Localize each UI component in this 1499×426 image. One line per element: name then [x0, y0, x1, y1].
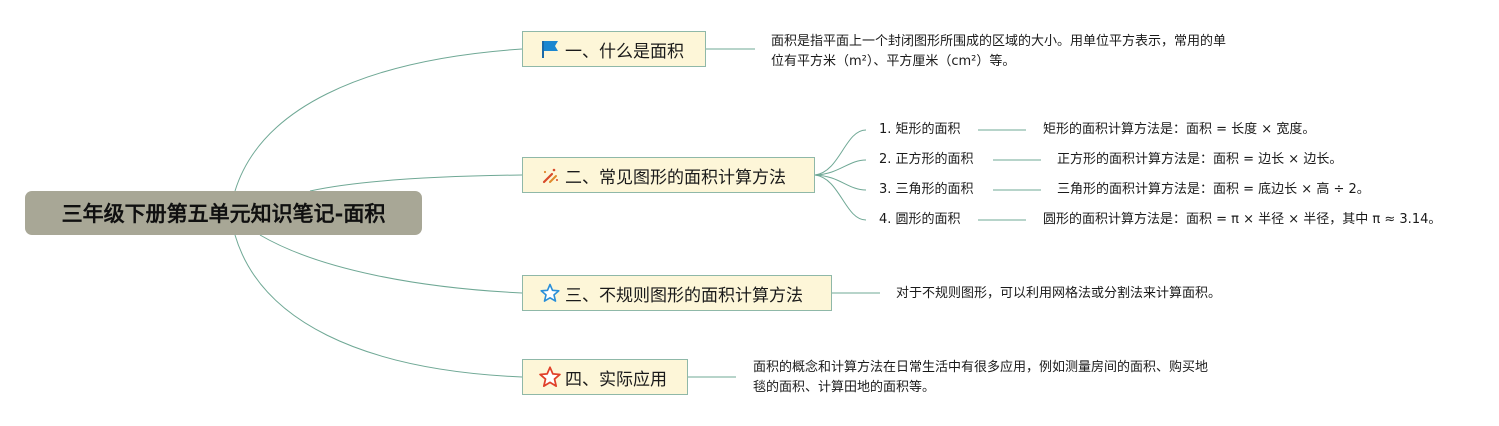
note-line: 面积是指平面上一个封闭图形所围成的区域的大小。用单位平方表示，常用的单: [771, 34, 1227, 49]
subtopic-triangle-note: 三角形的面积计算方法是：面积 = 底边长 × 高 ÷ 2。: [1057, 180, 1370, 200]
connector-root-branch-1: [234, 48, 523, 192]
branch-applications[interactable]: 四、实际应用: [522, 359, 688, 395]
connector-branch-2-child-3: [814, 174, 867, 191]
branch-common-shapes[interactable]: 二、常见图形的面积计算方法: [522, 157, 815, 193]
connector-root-branch-3: [259, 234, 523, 294]
branch-what-is-area[interactable]: 一、什么是面积: [522, 31, 706, 67]
subtopic-circle-note: 圆形的面积计算方法是：面积 = π × 半径 × 半径，其中 π ≈ 3.14。: [1043, 210, 1441, 230]
subtopic-circle[interactable]: 4. 圆形的面积: [879, 210, 961, 230]
connector-branch-2-child-2: [814, 159, 867, 176]
subtopic-label: 2. 正方形的面积: [879, 152, 974, 167]
subtopic-rectangle[interactable]: 1. 矩形的面积: [879, 120, 961, 140]
note-line: 面积的概念和计算方法在日常生活中有很多应用，例如测量房间的面积、购买地: [753, 360, 1209, 375]
star-outline-red-icon: [539, 366, 561, 388]
branch-irregular-shapes[interactable]: 三、不规则图形的面积计算方法: [522, 275, 832, 311]
branch-label: 一、什么是面积: [565, 41, 684, 62]
subtopic-note: 矩形的面积计算方法是：面积 = 长度 × 宽度。: [1043, 122, 1316, 137]
branch-1-note: 面积是指平面上一个封闭图形所围成的区域的大小。用单位平方表示，常用的单 位有平方…: [771, 32, 1226, 72]
subtopic-triangle[interactable]: 3. 三角形的面积: [879, 180, 974, 200]
connector-root-branch-4: [234, 234, 523, 378]
branch-4-note: 面积的概念和计算方法在日常生活中有很多应用，例如测量房间的面积、购买地 毯的面积…: [753, 358, 1208, 398]
subtopic-square[interactable]: 2. 正方形的面积: [879, 150, 974, 170]
connector-branch-2-child-1: [814, 129, 867, 176]
subtopic-rectangle-note: 矩形的面积计算方法是：面积 = 长度 × 宽度。: [1043, 120, 1315, 140]
note-line: 对于不规则图形，可以利用网格法或分割法来计算面积。: [896, 286, 1222, 301]
note-line: 位有平方米（m²）、平方厘米（cm²）等。: [771, 54, 1016, 69]
connector-root-branch-2: [309, 174, 523, 192]
subtopic-label: 3. 三角形的面积: [879, 182, 974, 197]
subtopic-label: 1. 矩形的面积: [879, 122, 961, 137]
branch-label: 三、不规则图形的面积计算方法: [565, 285, 803, 306]
connector-branch-2-child-4: [814, 174, 867, 221]
subtopic-note: 正方形的面积计算方法是：面积 = 边长 × 边长。: [1057, 152, 1343, 167]
tools-icon: [539, 164, 561, 186]
subtopic-note: 圆形的面积计算方法是：面积 = π × 半径 × 半径，其中 π ≈ 3.14。: [1043, 212, 1442, 227]
note-line: 毯的面积、计算田地的面积等。: [753, 380, 936, 395]
subtopic-note: 三角形的面积计算方法是：面积 = 底边长 × 高 ÷ 2。: [1057, 182, 1370, 197]
root-topic[interactable]: 三年级下册第五单元知识笔记-面积: [25, 191, 422, 235]
branch-label: 二、常见图形的面积计算方法: [565, 167, 786, 188]
subtopic-label: 4. 圆形的面积: [879, 212, 961, 227]
branch-3-note: 对于不规则图形，可以利用网格法或分割法来计算面积。: [896, 284, 1221, 304]
flag-icon: [539, 38, 561, 60]
root-title: 三年级下册第五单元知识笔记-面积: [61, 202, 386, 226]
subtopic-square-note: 正方形的面积计算方法是：面积 = 边长 × 边长。: [1057, 150, 1342, 170]
star-outline-blue-icon: [539, 282, 561, 304]
branch-label: 四、实际应用: [565, 369, 667, 390]
